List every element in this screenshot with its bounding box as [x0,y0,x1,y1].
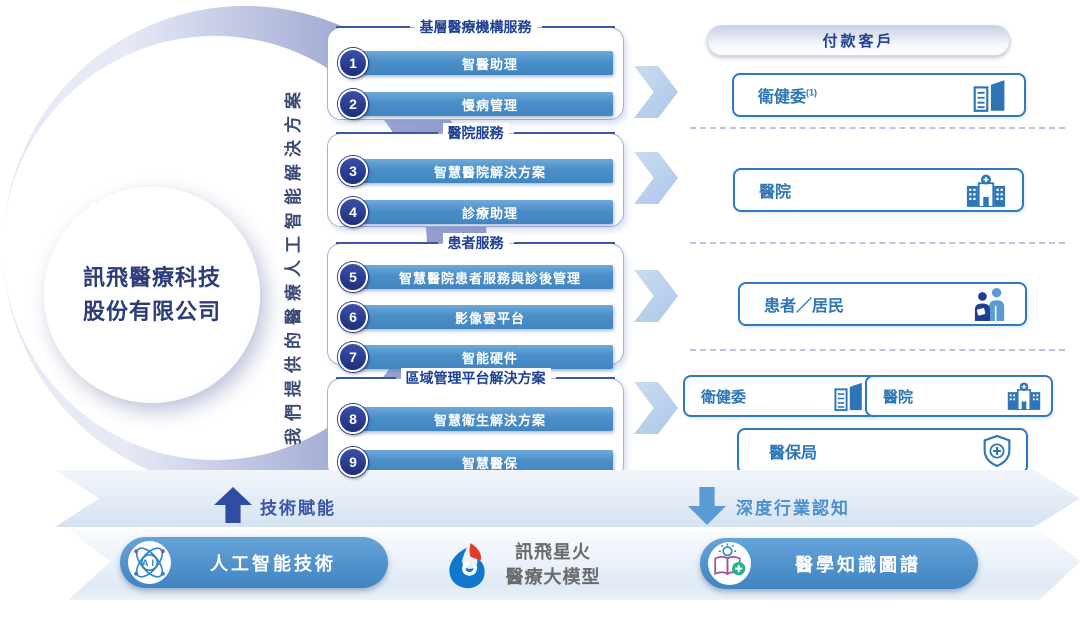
item-number-badge: 7 [338,342,368,372]
customer-box-medical-insurance-bureau: 醫保局 [737,428,1028,474]
title-line [513,132,615,134]
spark-title-line2: 醫療大模型 [505,567,601,587]
item-number-badge: 6 [338,302,368,332]
building-icon [834,382,862,411]
service-item: 8 智慧衛生解決方案 [338,404,613,434]
chevron-right-icon [634,382,678,434]
service-item: 2 慢病管理 [338,89,613,119]
service-item: 5 智慧醫院患者服務與診後管理 [338,262,613,292]
customer-box-patients-residents: 患者／居民 [738,282,1027,326]
title-line [513,242,615,244]
chevron-right-icon [634,66,678,118]
paying-customers-header: 付款客戶 [707,25,1010,56]
title-line [336,242,438,244]
customer-box-health-commission: 衛健委(1) [732,73,1026,117]
pill-label: 醫學知識圖譜 [795,554,921,575]
customer-label: 醫院 [883,388,914,406]
item-number-badge: 9 [338,447,368,477]
group-title: 醫院服務 [442,123,509,143]
item-number-badge: 5 [338,262,368,292]
knowledge-book-icon [708,542,751,585]
item-number-badge: 3 [338,156,368,186]
service-bar: 診療助理 [355,200,613,224]
group-title: 患者服務 [442,233,509,253]
customer-label: 衛健委 [701,388,747,406]
service-bar: 智慧醫院患者服務與診後管理 [355,265,613,289]
company-name-line1: 訊飛醫療科技 [82,265,221,290]
customer-box-hospital-small: 醫院 [865,375,1053,417]
industry-insight-label: 深度行業認知 [736,499,850,518]
customer-box-hospital: 醫院 [733,168,1024,212]
group-title: 區域管理平台解決方案 [400,368,551,388]
item-number-badge: 2 [338,89,368,119]
title-line [336,377,396,379]
item-number-badge: 8 [338,404,368,434]
service-group-patient: 患者服務 5 智慧醫院患者服務與診後管理 6 影像雲平台 7 智能硬件 [327,233,624,372]
company-circle: 訊飛醫療科技 股份有限公司 [44,187,260,403]
service-bar: 影像雲平台 [355,305,613,329]
title-line [336,26,410,28]
group-title-row: 區域管理平台解決方案 [336,368,615,388]
hospital-icon [1007,382,1041,410]
group-title: 基層醫療機構服務 [414,17,537,37]
service-bar: 智醫助理 [355,51,613,75]
foundation-band-upper [55,470,1080,527]
chevron-right-icon [634,270,678,322]
customer-label: 醫保局 [769,445,818,462]
service-bar: 智慧衛生解決方案 [355,407,613,431]
medical-knowledge-graph-pill: 醫學知識圖譜 [700,538,978,589]
shield-cross-icon [983,434,1011,468]
vertical-solutions-label: 我們提供的醫療人工智能解決方案 [284,85,303,445]
title-line [555,377,615,379]
service-group-hospital: 醫院服務 3 智慧醫院解決方案 4 診療助理 [327,123,624,227]
service-bar: 慢病管理 [355,92,613,116]
group-title-row: 患者服務 [336,233,615,253]
footnote-marker: (1) [806,87,818,98]
ai-atom-icon: AI [128,541,171,584]
ai-technology-pill: AI 人工智能技術 [120,537,388,588]
group-title-row: 醫院服務 [336,123,615,143]
company-name-line2: 股份有限公司 [82,299,221,324]
service-group-regional-platform: 區域管理平台解決方案 8 智慧衛生解決方案 9 智慧醫保 [327,368,624,479]
service-item: 4 診療助理 [338,197,613,227]
dashed-separator [690,349,1065,351]
customer-label: 衛健委(1) [758,87,818,106]
dashed-separator [690,242,1065,244]
group-title-row: 基層醫療機構服務 [336,17,615,37]
svg-text:AI: AI [142,558,157,568]
tech-empowerment-label: 技術賦能 [260,499,336,518]
hospital-icon [966,174,1006,207]
spark-title-line1: 訊飛星火 [515,542,591,562]
service-bar: 智慧醫院解決方案 [355,159,613,183]
item-number-badge: 4 [338,197,368,227]
service-bar: 智能硬件 [355,345,613,369]
spark-flame-icon [449,543,485,589]
title-line [336,132,438,134]
service-item: 3 智慧醫院解決方案 [338,156,613,186]
customer-box-health-commission-small: 衛健委 [683,375,877,417]
title-line [541,26,615,28]
building-icon [973,79,1005,112]
people-icon [974,287,1005,321]
dashed-separator [690,127,1065,129]
item-number-badge: 1 [338,48,368,78]
service-group-primary-care: 基層醫療機構服務 1 智醫助理 2 慢病管理 [327,17,624,120]
service-item: 1 智醫助理 [338,48,613,78]
service-item: 7 智能硬件 [338,342,613,372]
customer-label: 患者／居民 [764,298,845,315]
customer-label: 醫院 [759,184,792,201]
pill-label: 人工智能技術 [210,553,336,574]
service-item: 6 影像雲平台 [338,302,613,332]
chevron-right-icon [634,152,678,204]
spark-model-title: 訊飛星火 醫療大模型 [488,540,618,590]
